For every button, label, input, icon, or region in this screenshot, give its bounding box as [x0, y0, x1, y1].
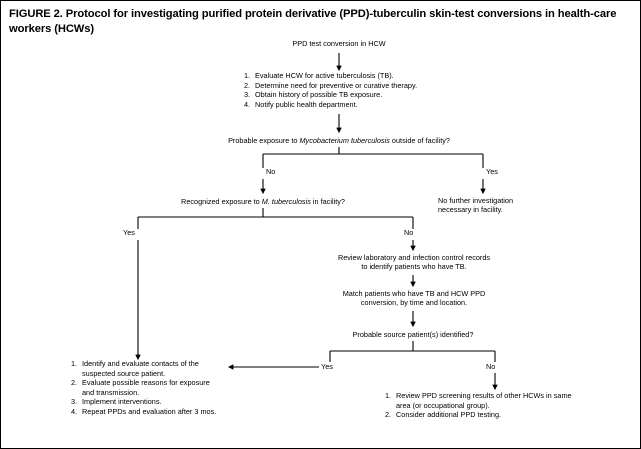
- list-item: 2.Determine need for preventive or curat…: [244, 80, 418, 90]
- list-item: 3.Obtain history of possible TB exposure…: [244, 90, 383, 100]
- branch-label-outside-no: No: [266, 167, 276, 176]
- branch-label-infacility-yes: Yes: [123, 228, 135, 237]
- node-no-further-investigation: No further investigation necessary in fa…: [438, 196, 514, 215]
- node-decision-source-patient: Probable source patient(s) identified?: [352, 330, 474, 339]
- node-decision-exposure-in-facility: Recognized exposure to M. tuberculosis i…: [181, 197, 345, 206]
- figure-title: FIGURE 2. Protocol for investigating pur…: [9, 8, 617, 35]
- list-item: 4.Notify public health department.: [244, 99, 358, 109]
- node-decision-exposure-outside: Probable exposure to Mycobacterium tuber…: [228, 136, 450, 145]
- node-review-records: Review laboratory and infection control …: [337, 253, 491, 272]
- list-item: 1.Review PPD screening results of other …: [385, 391, 572, 410]
- node-contact-actions: 1.Identify and evaluate contacts of the …: [71, 359, 219, 417]
- list-item: 1.Evaluate HCW for active tuberculosis (…: [244, 71, 394, 80]
- list-item: 4.Repeat PPDs and evaluation after 3 mos…: [71, 406, 217, 416]
- list-item: 3.Implement interventions.: [71, 397, 162, 407]
- node-screening-actions: 1.Review PPD screening results of other …: [385, 391, 581, 420]
- screening-actions-list: 1.Review PPD screening results of other …: [385, 391, 581, 420]
- list-item: 2.Evaluate possible reasons for exposure…: [71, 378, 210, 397]
- species-name-italic: Mycobacterium tuberculosis: [299, 136, 390, 145]
- branch-label-source-yes: Yes: [321, 362, 333, 371]
- list-item: 1.Identify and evaluate contacts of the …: [71, 359, 199, 378]
- contact-actions-list: 1.Identify and evaluate contacts of the …: [71, 359, 219, 417]
- species-name-italic: M. tuberculosis: [261, 197, 311, 206]
- node-initial-actions: 1.Evaluate HCW for active tuberculosis (…: [244, 71, 459, 109]
- branch-label-outside-yes: Yes: [486, 167, 498, 176]
- branch-label-infacility-no: No: [404, 228, 414, 237]
- branch-label-source-no: No: [486, 362, 496, 371]
- node-match-patients: Match patients who have TB and HCW PPD c…: [342, 289, 486, 308]
- initial-actions-list: 1.Evaluate HCW for active tuberculosis (…: [244, 71, 459, 109]
- list-item: 2.Consider additional PPD testing.: [385, 410, 502, 420]
- node-start: PPD test conversion in HCW: [292, 39, 386, 48]
